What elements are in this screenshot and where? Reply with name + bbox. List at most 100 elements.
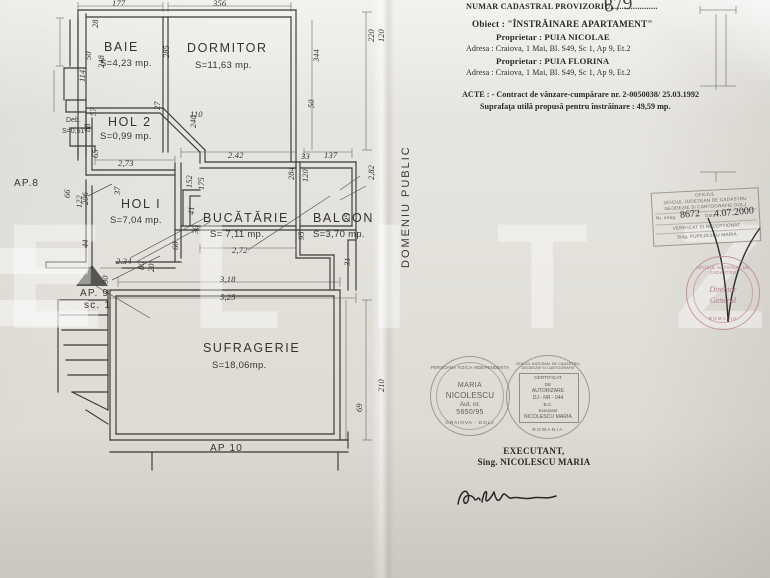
dimension-v: 114 bbox=[77, 69, 87, 82]
cert-stamp-line-7: NICOLESCU MARIA bbox=[524, 414, 572, 420]
pfi-stamp-line-3: Aut. nr. bbox=[459, 401, 481, 408]
room-label-hol2: HOL 2 bbox=[108, 115, 152, 129]
dimension-v: 60 bbox=[170, 241, 180, 251]
dimension-v: 37 bbox=[112, 186, 122, 196]
verification-stamp-regno-label: Nr. inreg. bbox=[655, 214, 677, 221]
neighbour-sublabel-ap9: sc. 1 bbox=[84, 300, 112, 311]
dimension-v: 120 bbox=[376, 29, 386, 42]
owner-1-address: Adresa : Craiova, 1 Mai, Bl. S49, Sc 1, … bbox=[466, 44, 631, 53]
cert-stamp-line-3: AUTORIZARE bbox=[531, 388, 565, 394]
cert-stamp-line-5: B.C. bbox=[543, 402, 553, 407]
room-area-baie: S=4,23 mp. bbox=[100, 58, 152, 69]
cadastral-number-line: NUMAR CADASTRAL PROVIZORIU..............… bbox=[466, 2, 658, 11]
stamp-ring-outer bbox=[686, 256, 760, 330]
dimension-v: 20 bbox=[146, 263, 156, 273]
pfi-stamp-line-1: MARIA bbox=[457, 382, 483, 389]
object-line: Obiect : "ÎNSTRĂINARE APARTAMENT" bbox=[472, 19, 653, 29]
dimension-v: 80 bbox=[136, 261, 146, 271]
dimension-v: 344 bbox=[311, 49, 321, 62]
dimension-v: 152 bbox=[184, 175, 194, 188]
authorization-certificate-stamp: OFICIUL NATIONAL DE CADASTRU, GEODEZIE S… bbox=[506, 355, 590, 439]
dimension-v: 120 bbox=[300, 169, 310, 182]
room-area-dormitor: S=11,63 mp. bbox=[195, 60, 252, 71]
personal-authorization-stamp: PERSOANA FIZICA INDEPENDENTA MARIA NICOL… bbox=[430, 356, 510, 436]
dimension-v: 2,82 bbox=[366, 165, 376, 180]
director-stamp-line-2: General bbox=[709, 296, 737, 305]
dimension-v: 285 bbox=[161, 45, 171, 58]
dimension-v: 50 bbox=[306, 99, 316, 109]
dimension-h: 2.42 bbox=[228, 150, 244, 160]
dimension-v: 122 bbox=[74, 195, 84, 208]
watermark-bar bbox=[0, 300, 88, 326]
room-area-debara: S=0,51 bbox=[62, 128, 85, 135]
room-area-bucatarie: S= 7,11 mp. bbox=[210, 229, 265, 240]
stamp-inner-box bbox=[519, 373, 579, 423]
dimension-h: 5,25 bbox=[220, 292, 236, 302]
dimension-v: 88 bbox=[82, 123, 92, 133]
dimension-v: 31 bbox=[342, 257, 352, 267]
room-label-debara: Deb. bbox=[66, 117, 81, 124]
dimension-v: 220 bbox=[366, 29, 376, 42]
neighbour-label-ap9: AP. 9 bbox=[80, 288, 110, 299]
dimension-v: 65 bbox=[90, 149, 100, 159]
room-area-sufragerie: S=18,06mp. bbox=[212, 360, 267, 371]
dimension-v: 95 bbox=[296, 231, 306, 241]
dimension-v: 69 bbox=[354, 403, 364, 413]
room-label-bucatarie: BUCĂTĂRIE bbox=[203, 211, 289, 225]
dimension-h: 356 bbox=[213, 0, 227, 8]
dimension-h: 2,72 bbox=[232, 245, 248, 255]
pfi-stamp-line-4: 5650/95 bbox=[456, 409, 484, 416]
neighbour-label-ap8: AP.8 bbox=[14, 178, 40, 189]
cert-stamp-line-6: Executant bbox=[538, 408, 558, 413]
stamp-ring-outer bbox=[506, 355, 590, 439]
dimension-v: 240 bbox=[188, 115, 198, 128]
dimension-v: 57 bbox=[88, 107, 98, 117]
dimension-v: 50 bbox=[83, 51, 93, 61]
room-label-baie: BAIE bbox=[104, 40, 139, 54]
dimension-v: 30 bbox=[190, 225, 200, 235]
verification-handwritten-number: 8672 bbox=[679, 208, 701, 221]
dimension-v: 90 bbox=[100, 275, 110, 285]
room-label-sufragerie: SUFRAGERIE bbox=[203, 341, 301, 355]
room-area-hol2: S=0,99 mp. bbox=[100, 131, 152, 142]
executant-name: Sing. NICOLESCU MARIA bbox=[477, 457, 591, 467]
dimension-v: 175 bbox=[196, 177, 206, 190]
room-area-balcon: S=3,70 mp. bbox=[313, 229, 365, 240]
watermark-bar bbox=[0, 248, 88, 274]
room-label-balcon: BALCON bbox=[313, 211, 375, 225]
cert-stamp-outer-bottom: ROMANIA bbox=[532, 427, 564, 432]
dimension-v: 66 bbox=[62, 189, 72, 199]
owner-1-line: Proprietar : PUIA NICOLAE bbox=[496, 32, 610, 42]
room-area-hol1: S=7,04 mp. bbox=[110, 215, 162, 226]
room-label-hol1: HOL I bbox=[121, 197, 162, 211]
owner-2-line: Proprietar : PUIA FLORINA bbox=[496, 56, 610, 66]
dimension-h: 177 bbox=[112, 0, 126, 8]
stamp-ring-inner bbox=[436, 362, 504, 430]
dimension-h: 110 bbox=[190, 109, 203, 119]
pfi-stamp-outer-top: PERSOANA FIZICA INDEPENDENTA bbox=[430, 365, 510, 370]
director-stamp-outer-bottom: ROMANIA bbox=[708, 316, 738, 321]
dimension-h: 137 bbox=[324, 150, 338, 160]
dimension-v: 41 bbox=[186, 206, 196, 216]
dimension-v: 27 bbox=[152, 101, 162, 111]
dimension-v: 210 bbox=[376, 379, 386, 392]
dimension-v: 35 bbox=[342, 213, 352, 223]
cert-stamp-line-4: DJ - NR - 044 bbox=[532, 395, 564, 401]
neighbour-label-ap10: AP 10 bbox=[210, 443, 244, 454]
room-label-dormitor: DORMITOR bbox=[187, 41, 268, 55]
executant-title: EXECUTANT, bbox=[503, 446, 565, 456]
cert-stamp-outer-top: OFICIUL NATIONAL DE CADASTRU, GEODEZIE S… bbox=[515, 362, 581, 370]
pfi-stamp-outer-bottom: CRAIOVA - DOLJ bbox=[445, 421, 495, 426]
stamp-ring-inner bbox=[693, 263, 753, 323]
cert-stamp-line-1: CERTIFICAT bbox=[534, 376, 562, 381]
executant-block: EXECUTANT, Sing. NICOLESCU MARIA bbox=[424, 446, 644, 467]
dimension-h: 33 bbox=[301, 151, 310, 161]
public-domain-label: DOMENIU PUBLIC bbox=[400, 145, 412, 268]
document-header-block: NUMAR CADASTRAL PROVIZORIU..............… bbox=[462, 0, 766, 111]
usable-area-line: Suprafaţa utilă propusă pentru înstrăina… bbox=[480, 102, 671, 111]
executant-signature bbox=[457, 490, 557, 505]
dimension-v: 284 bbox=[286, 167, 296, 180]
dimension-h: 3,18 bbox=[220, 274, 236, 284]
